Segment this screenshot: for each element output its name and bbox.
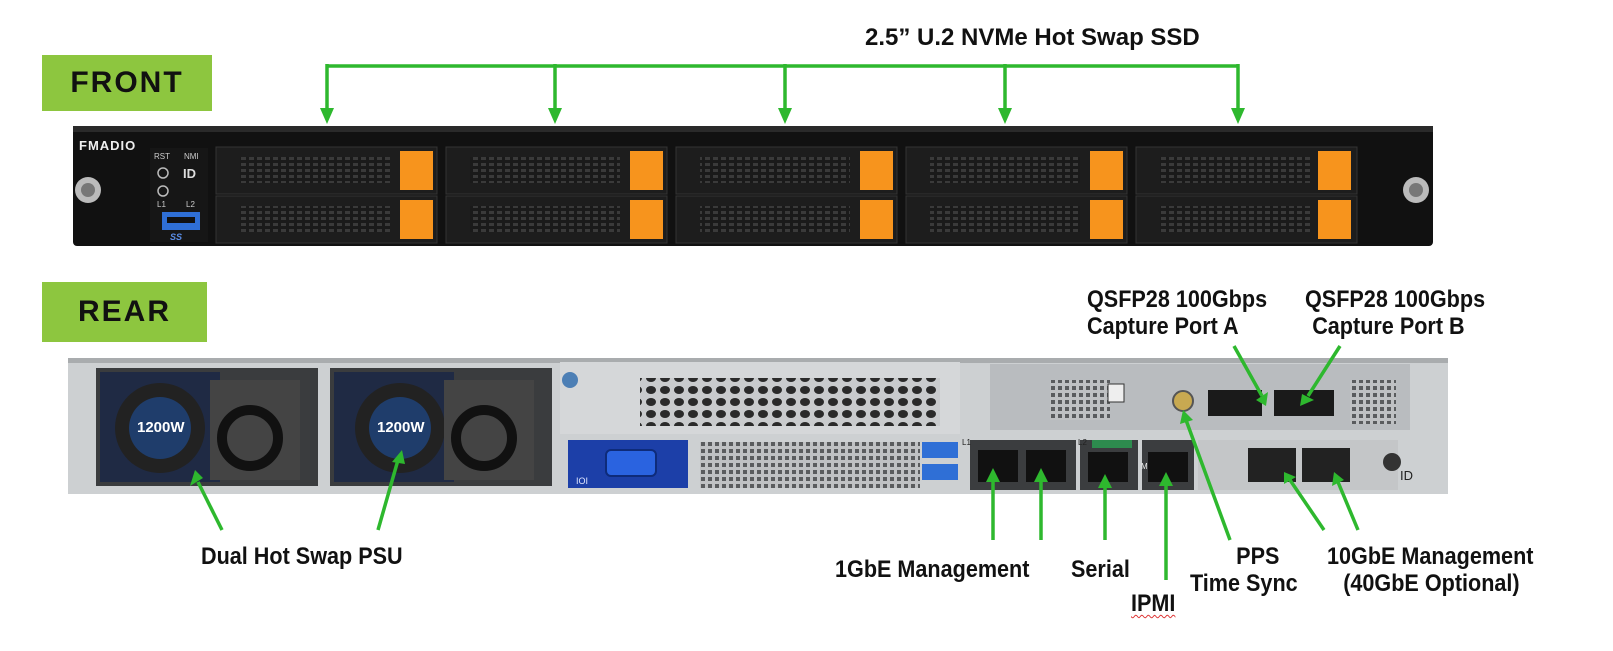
vga-port-icon (605, 449, 657, 477)
port-m-label: M (1141, 462, 1148, 471)
id-label: ID (1400, 468, 1413, 483)
psu-1-fan-icon (129, 397, 191, 459)
button-rst: RST (154, 152, 170, 161)
usb-b-icon (1107, 383, 1125, 403)
callout-serial: Serial (1071, 556, 1130, 583)
ssd-title: 2.5” U.2 NVMe Hot Swap SSD (865, 24, 1200, 51)
serial-port-icon (1088, 452, 1128, 482)
psu-2-handle-icon (451, 405, 517, 471)
drive-bays (215, 146, 1358, 244)
callout-psu: Dual Hot Swap PSU (201, 543, 403, 570)
callout-qsfp-b-line1: QSFP28 100Gbps (1305, 286, 1486, 313)
rj45-1g-a-icon (978, 450, 1018, 482)
port-l1-label: L1 (962, 438, 971, 447)
led-l2: L2 (186, 200, 195, 209)
id-led-icon (1383, 453, 1401, 471)
rear-usb-2-icon (922, 464, 958, 480)
usb-ss-label: SS (170, 232, 183, 242)
button-nmi: NMI (184, 152, 199, 161)
ssd-title-text: 2.5” U.2 NVMe Hot Swap SSD (865, 24, 1200, 51)
rear-label: REAR (42, 282, 207, 342)
port-l2-label: L2 (1078, 438, 1087, 447)
callout-qsfp-a: QSFP28 100Gbps Capture Port A (1087, 286, 1267, 340)
callout-pps: PPS Time Sync (1190, 543, 1298, 597)
vga-label: IOI (576, 476, 589, 486)
callout-10gbe-mgmt: 10GbE Management (40GbE Optional) (1327, 543, 1533, 597)
led-l1: L1 (157, 200, 166, 209)
power-icon (157, 167, 169, 179)
psu-2-fan-icon (369, 397, 431, 459)
callout-pps-line2: Time Sync (1190, 570, 1298, 597)
callout-1gbe-mgmt: 1GbE Management (835, 556, 1030, 583)
psu-2-rating: 1200W (377, 419, 425, 436)
psu-1-handle-icon (217, 405, 283, 471)
rear-callout-arrows (196, 345, 1360, 580)
callout-qsfp-a-line1: QSFP28 100Gbps (1087, 286, 1268, 313)
callout-10gbe-mgmt-line1: 10GbE Management (1327, 543, 1534, 570)
callout-qsfp-a-line2: Capture Port A (1087, 313, 1239, 340)
front-label: FRONT (42, 55, 212, 111)
thumbscrew-icon (562, 372, 578, 388)
callout-qsfp-b-line2: Capture Port B (1312, 313, 1465, 340)
button-id: ID (183, 166, 196, 181)
pps-connector-icon (1172, 390, 1194, 412)
callout-pps-line1: PPS (1236, 543, 1280, 570)
sfp-port-b-icon (1302, 448, 1350, 482)
hex-vent (640, 378, 940, 426)
rear-usb-1-icon (922, 442, 958, 458)
rj45-1g-b-icon (1026, 450, 1066, 482)
callout-10gbe-mgmt-line2: (40GbE Optional) (1343, 570, 1520, 597)
callout-qsfp-b: QSFP28 100Gbps Capture Port B (1305, 286, 1485, 340)
qsfp-port-a-icon (1208, 390, 1262, 416)
callout-ipmi: IPMI (1131, 590, 1176, 617)
ssd-bracket-arrows (325, 64, 1240, 112)
psu-1-rating: 1200W (137, 419, 185, 436)
brand-logo: FMADIO (79, 138, 137, 153)
